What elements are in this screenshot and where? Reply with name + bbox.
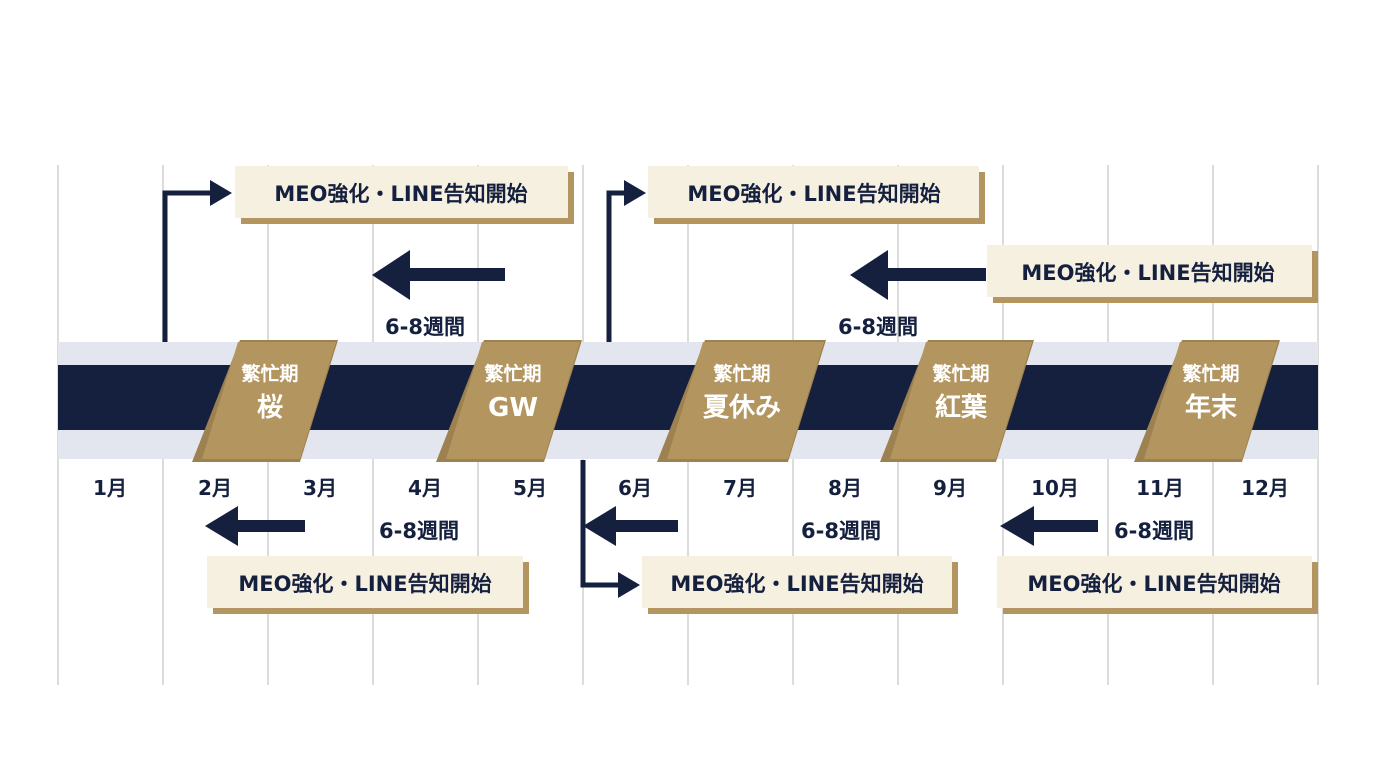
- peak-name-label: 紅葉: [935, 393, 988, 423]
- peak-ribbon-koyo: 繁忙期 紅葉: [880, 340, 1034, 462]
- callout-box-bottom-left: MEO強化・LINE告知開始: [207, 556, 529, 614]
- peak-top-label: 繁忙期: [241, 362, 298, 385]
- lead-label: 6-8週間: [838, 315, 918, 339]
- month-label: 11月: [1136, 476, 1184, 500]
- peak-ribbon-summer: 繁忙期 夏休み: [657, 340, 826, 462]
- month-label: 12月: [1241, 476, 1289, 500]
- callout-box-bottom-right: MEO強化・LINE告知開始: [997, 556, 1318, 614]
- peak-top-label: 繁忙期: [932, 362, 989, 385]
- peak-top-label: 繁忙期: [484, 362, 541, 385]
- callout-box-top-right: MEO強化・LINE告知開始: [987, 245, 1318, 303]
- month-label: 3月: [303, 476, 337, 500]
- peak-top-label: 繁忙期: [1182, 362, 1239, 385]
- connector-arrow-bottom-middle: [580, 460, 640, 598]
- peak-ribbon-gw: 繁忙期 GW: [436, 340, 582, 462]
- lead-arrow-nenmatsu: [1000, 506, 1098, 546]
- callout-label: MEO強化・LINE告知開始: [670, 572, 923, 596]
- month-label: 10月: [1031, 476, 1079, 500]
- callout-box-top-left: MEO強化・LINE告知開始: [235, 166, 574, 224]
- lead-label: 6-8週間: [379, 519, 459, 543]
- connector-arrow-top-left: [162, 180, 232, 342]
- month-label: 5月: [513, 476, 547, 500]
- lead-arrow-koyo: [850, 250, 986, 300]
- month-label: 7月: [723, 476, 757, 500]
- month-labels: 1月 2月 3月 4月 5月 6月 7月 8月 9月 10月 11月 12月: [93, 476, 1289, 500]
- lead-arrow-gw: [372, 250, 505, 300]
- lead-label: 6-8週間: [1114, 519, 1194, 543]
- callout-label: MEO強化・LINE告知開始: [1027, 572, 1280, 596]
- lead-label: 6-8週間: [385, 315, 465, 339]
- callout-label: MEO強化・LINE告知開始: [1021, 261, 1274, 285]
- callout-label: MEO強化・LINE告知開始: [238, 572, 491, 596]
- month-label: 9月: [933, 476, 967, 500]
- peak-name-label: 桜: [257, 393, 283, 423]
- lead-arrow-sakura: [205, 506, 305, 546]
- lead-label: 6-8週間: [801, 519, 881, 543]
- peak-top-label: 繁忙期: [713, 362, 770, 385]
- callout-label: MEO強化・LINE告知開始: [274, 182, 527, 206]
- month-label: 8月: [828, 476, 862, 500]
- callout-box-bottom-middle: MEO強化・LINE告知開始: [642, 556, 958, 614]
- callout-box-top-middle: MEO強化・LINE告知開始: [648, 166, 985, 224]
- month-label: 6月: [618, 476, 652, 500]
- peak-name-label: 夏休み: [703, 393, 781, 423]
- month-label: 2月: [198, 476, 232, 500]
- peak-name-label: 年末: [1185, 392, 1238, 423]
- callout-label: MEO強化・LINE告知開始: [687, 182, 940, 206]
- month-label: 4月: [408, 476, 442, 500]
- connector-arrow-top-middle: [606, 180, 646, 342]
- peak-name-label: GW: [488, 393, 538, 423]
- peak-ribbon-sakura: 繁忙期 桜: [192, 340, 338, 462]
- month-label: 1月: [93, 476, 127, 500]
- peak-ribbon-nenmatsu: 繁忙期 年末: [1134, 340, 1280, 462]
- lead-arrow-summer: [583, 506, 678, 546]
